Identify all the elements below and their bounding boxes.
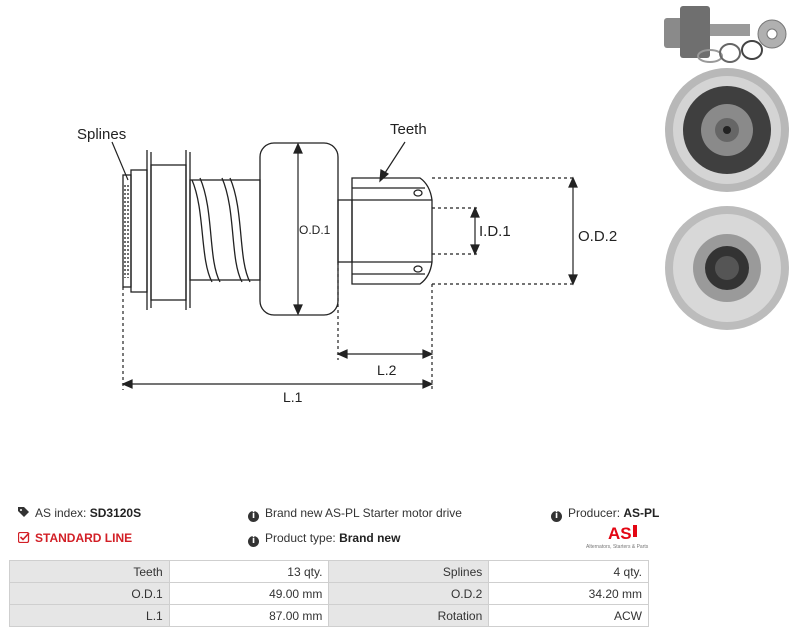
standard-line-row: STANDARD LINE [17,531,133,546]
tag-icon [18,507,30,521]
spec-value: 34.20 mm [488,582,649,605]
product-type-row: i Product type: Brand new [248,531,400,547]
spline-collar [130,169,148,293]
spec-value: 4 qty. [488,560,649,583]
spec-value: 87.00 mm [168,604,330,627]
spec-key: Teeth [9,560,170,583]
as-index-value: SD3120S [89,506,142,520]
label-l1: L.1 [283,389,303,405]
producer-label: Producer: [568,506,621,520]
spec-key: L.1 [9,604,170,627]
as-index-row: AS index: SD3120S [18,506,141,521]
producer-value: AS-PL [623,506,660,520]
spec-key: O.D.1 [9,582,170,605]
info-icon: i [551,511,562,522]
producer-row: i Producer: AS-PL [551,506,659,522]
spec-value: ACW [488,604,649,627]
spec-table: Teeth 13 qty. Splines 4 qty. O.D.1 49.00… [9,560,649,627]
logo-text: AS [608,524,632,543]
pinion [351,177,433,285]
label-od2: O.D.2 [578,228,617,245]
description-text: Brand new AS-PL Starter motor drive [265,506,462,520]
spec-key: Rotation [328,604,490,627]
description-row: i Brand new AS-PL Starter motor drive [248,506,462,522]
info-icon: i [248,511,259,522]
standard-line-label: STANDARD LINE [35,531,133,545]
label-od1: O.D.1 [299,223,331,237]
label-teeth: Teeth [390,121,427,138]
label-l2: L.2 [377,362,397,378]
product-photo-front [665,206,789,330]
info-icon: i [248,536,259,547]
product-type-label: Product type: [265,531,336,545]
product-photo-back [665,68,789,192]
checkbox-checked-icon [17,531,30,546]
table-row: L.1 87.00 mm Rotation ACW [9,604,649,627]
as-index-label: AS index: [35,506,87,520]
spline-flange [122,174,132,288]
spec-value: 13 qty. [168,560,330,583]
label-id1: I.D.1 [479,223,511,240]
spec-key: O.D.2 [328,582,490,605]
table-row: Teeth 13 qty. Splines 4 qty. [9,560,649,583]
logo-tagline: Alternators, Starters & Parts [586,544,649,550]
table-row: O.D.1 49.00 mm O.D.2 34.20 mm [9,582,649,605]
technical-drawing: Splines Teeth O.D.1 O.D.2 I.D.1 L.2 L.1 [77,6,789,405]
product-photo-kit [664,6,787,63]
product-type-value: Brand new [339,531,401,545]
spec-key: Splines [328,560,490,583]
spec-value: 49.00 mm [168,582,330,605]
label-splines: Splines [77,126,126,143]
as-pl-logo: AS [608,524,637,543]
